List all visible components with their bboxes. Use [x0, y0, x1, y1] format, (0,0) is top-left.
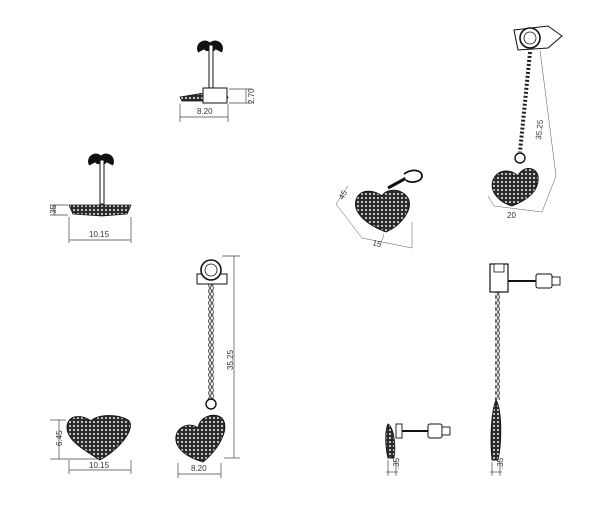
- chain-front: [208, 284, 214, 400]
- dim-top-width: 8.20: [197, 107, 213, 116]
- heart-front: [66, 415, 131, 461]
- view-stud-side: .35: [385, 423, 451, 476]
- view-stud-elevation-top: 8.20 2.70: [179, 40, 256, 122]
- dim-persp-a: 45: [337, 188, 350, 201]
- side-drop-back: [535, 273, 553, 289]
- side-chain: [495, 292, 500, 400]
- persp-scroll: [403, 169, 423, 183]
- side-heart: [385, 423, 396, 459]
- persp-chain: [518, 51, 532, 153]
- dim-persp-b: 15: [371, 238, 382, 249]
- post-mid: [99, 159, 105, 205]
- side-drop-heart: [490, 399, 502, 461]
- jump-ring: [205, 398, 217, 410]
- view-drop-side: .35: [489, 263, 561, 476]
- side-setting: [395, 423, 403, 439]
- heart-drop: [175, 414, 226, 463]
- dim-mid-height: .35: [49, 204, 58, 216]
- post: [208, 44, 214, 90]
- view-stud-perspective: 45 15: [335, 169, 423, 249]
- persp-heart: [355, 189, 410, 233]
- dim-side-drop-thickness: .35: [496, 457, 505, 469]
- dim-side-stud-thickness: .35: [392, 457, 401, 469]
- dim-top-height: 2.70: [247, 88, 256, 104]
- dim-drop-length: 35.25: [226, 349, 235, 370]
- view-drop-perspective: 35.25 20: [487, 25, 563, 220]
- dim-persp-drop-width: 20: [507, 211, 516, 220]
- side-back: [427, 423, 443, 439]
- setting-block: [202, 87, 228, 104]
- dim-heart-width: 10.15: [89, 461, 110, 470]
- view-stud-elevation-mid: 10.15 .35: [49, 153, 132, 243]
- crown-stone: [200, 259, 222, 281]
- dim-drop-width: 8.20: [191, 464, 207, 473]
- dim-persp-drop-length: 35.25: [534, 119, 545, 140]
- view-heart-front: 10.15 6.45: [50, 415, 132, 474]
- view-drop-front: 8.20 35.25: [175, 255, 240, 478]
- persp-drop-heart: [491, 168, 539, 207]
- heart-profile-mid: [68, 204, 132, 217]
- dim-heart-height: 6.45: [55, 430, 64, 446]
- dim-mid-width: 10.15: [89, 230, 110, 239]
